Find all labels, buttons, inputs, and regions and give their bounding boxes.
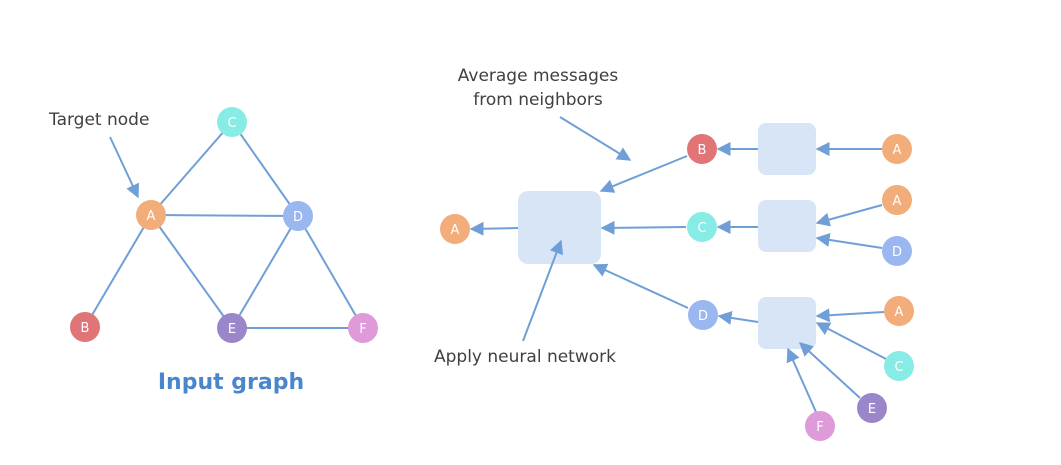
- edge-d-e: [231, 215, 299, 329]
- edge-leaf-d2: [815, 232, 883, 249]
- leaf-node-a2-letter: A: [893, 194, 902, 209]
- input-graph-title: Input graph: [158, 370, 304, 395]
- node-c: C: [217, 107, 247, 137]
- edge-d-f: [297, 215, 364, 329]
- edge-d-to-box: [592, 263, 689, 309]
- output-node-letter: A: [451, 223, 460, 238]
- level1-node-b-letter: B: [698, 143, 707, 158]
- leaf-node-f3-letter: F: [816, 420, 823, 435]
- edge-leaf-e3: [798, 342, 861, 399]
- level1-node-b: B: [687, 134, 717, 164]
- node-b: B: [70, 312, 100, 342]
- target-node-arrow: [109, 136, 140, 199]
- edge-box-to-output: [469, 221, 519, 236]
- leaf-node-d2-letter: D: [892, 245, 902, 260]
- box-to-level1-edges: [716, 142, 759, 325]
- level1-edges: [592, 155, 689, 309]
- level1-node-d: D: [688, 300, 718, 330]
- average-label-line1: Average messages: [458, 66, 619, 86]
- node-d: D: [283, 201, 313, 231]
- computation-graph: Average messages from neighbors Apply ne…: [434, 66, 914, 441]
- edge-leaf-a3: [815, 308, 885, 323]
- edge-b-to-box: [599, 155, 688, 193]
- target-node-label: Target node: [48, 110, 149, 130]
- node-a-letter: A: [147, 209, 156, 224]
- input-graph: Target node C A D B E F Input graph: [48, 107, 378, 395]
- node-a: A: [136, 200, 166, 230]
- leaf-node-a2: A: [882, 185, 912, 215]
- level1-node-d-letter: D: [698, 309, 708, 324]
- leaf-node-c3: C: [884, 351, 914, 381]
- aggregator-box-c: [758, 200, 816, 252]
- node-b-letter: B: [81, 321, 90, 336]
- node-f: F: [348, 313, 378, 343]
- node-e: E: [217, 313, 247, 343]
- aggregator-box-d: [758, 297, 816, 349]
- leaf-edges: [786, 142, 887, 413]
- output-node-a: A: [440, 214, 470, 244]
- level1-node-c: C: [687, 212, 717, 242]
- average-label-arrow: [559, 116, 632, 161]
- apply-nn-label: Apply neural network: [434, 347, 616, 367]
- edge-a-b: [84, 214, 152, 328]
- leaf-node-a3-letter: A: [895, 305, 904, 320]
- leaf-node-e3-letter: E: [868, 402, 876, 417]
- edge-c-d: [231, 121, 299, 217]
- edge-box-d-to-d: [717, 310, 759, 325]
- edge-a-e: [150, 214, 233, 329]
- level1-node-c-letter: C: [697, 221, 706, 236]
- leaf-node-f3: F: [805, 411, 835, 441]
- leaf-node-a1-letter: A: [893, 143, 902, 158]
- node-f-letter: F: [359, 322, 366, 337]
- leaf-node-e3: E: [857, 393, 887, 423]
- aggregator-box-b: [758, 123, 816, 175]
- average-label-line2: from neighbors: [473, 90, 603, 110]
- edge-leaf-c3: [815, 322, 887, 360]
- node-e-letter: E: [228, 322, 236, 337]
- leaf-node-a1: A: [882, 134, 912, 164]
- edge-a-c: [150, 121, 233, 216]
- leaf-node-d2: D: [882, 236, 912, 266]
- central-aggregator-box: [518, 191, 601, 264]
- edge-a-d: [150, 214, 299, 217]
- node-c-letter: C: [227, 116, 236, 131]
- edge-leaf-a2: [815, 204, 883, 227]
- leaf-node-c3-letter: C: [894, 360, 903, 375]
- edge-leaf-f3: [786, 347, 817, 413]
- input-graph-edges: [84, 121, 364, 329]
- edge-c-to-box: [600, 220, 687, 235]
- node-d-letter: D: [293, 210, 303, 225]
- leaf-node-a3: A: [884, 296, 914, 326]
- apply-nn-arrow: [522, 239, 564, 342]
